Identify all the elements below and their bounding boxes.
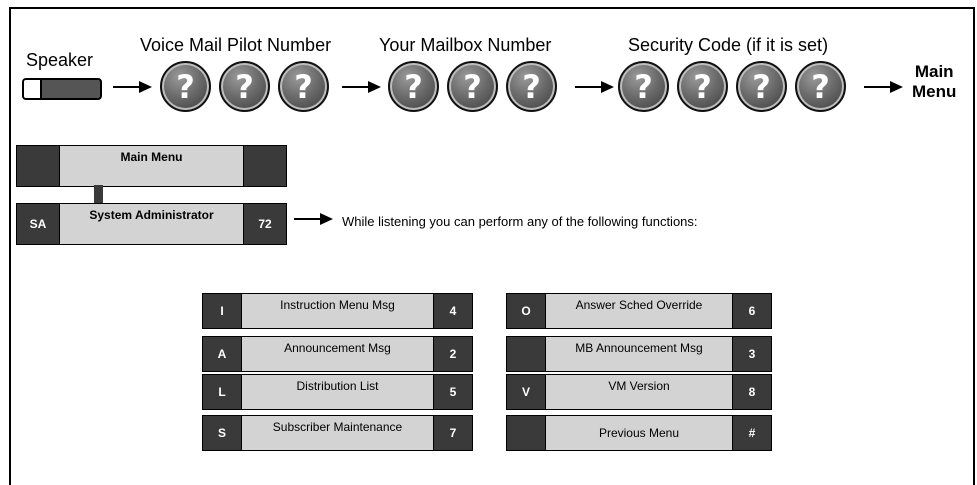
question-key-icon: ? — [388, 61, 439, 112]
function-code: 5 — [433, 374, 473, 410]
speaker-label: Speaker — [26, 50, 94, 70]
arrow-icon — [294, 213, 333, 225]
function-key — [506, 336, 546, 372]
main-menu-box: Main Menu — [59, 145, 244, 187]
function-code: 3 — [732, 336, 772, 372]
function-label: VM Version — [545, 374, 733, 410]
function-key: I — [202, 293, 242, 329]
function-code: 8 — [732, 374, 772, 410]
function-key: L — [202, 374, 242, 410]
function-code: 7 — [433, 415, 473, 451]
sa-code: 72 — [243, 203, 287, 245]
function-label: Answer Sched Override — [545, 293, 733, 329]
function-label: MB Announcement Msg — [545, 336, 733, 372]
function-label: Previous Menu — [545, 415, 733, 451]
function-code: # — [732, 415, 772, 451]
function-key: O — [506, 293, 546, 329]
arrow-icon — [575, 81, 614, 93]
speaker-button — [22, 78, 102, 100]
function-key — [506, 415, 546, 451]
arrow-icon — [864, 81, 903, 93]
menu-connector — [94, 185, 103, 204]
question-key-icon: ? — [677, 61, 728, 112]
function-label: Instruction Menu Msg — [241, 293, 434, 329]
step-mailbox-label: Your Mailbox Number — [379, 35, 552, 55]
speaker-knob — [24, 80, 42, 98]
question-key-icon: ? — [736, 61, 787, 112]
diagram-frame — [9, 7, 975, 485]
function-code: 6 — [732, 293, 772, 329]
listen-instruction: While listening you can perform any of t… — [342, 214, 698, 229]
step-security-label: Security Code (if it is set) — [628, 35, 829, 55]
function-code: 4 — [433, 293, 473, 329]
question-key-icon: ? — [160, 61, 211, 112]
arrow-icon — [342, 81, 381, 93]
function-key: S — [202, 415, 242, 451]
function-key: A — [202, 336, 242, 372]
question-key-icon: ? — [278, 61, 329, 112]
question-key-icon: ? — [219, 61, 270, 112]
question-key-icon: ? — [795, 61, 846, 112]
main-menu-left-cap — [16, 145, 60, 187]
arrow-icon — [113, 81, 152, 93]
question-key-icon: ? — [506, 61, 557, 112]
question-key-icon: ? — [618, 61, 669, 112]
function-label: Announcement Msg — [241, 336, 434, 372]
function-code: 2 — [433, 336, 473, 372]
function-key: V — [506, 374, 546, 410]
sa-key: SA — [16, 203, 60, 245]
step-pilot-label: Voice Mail Pilot Number — [140, 35, 332, 55]
function-label: Subscriber Maintenance — [241, 415, 434, 451]
sa-label: System Administrator — [59, 203, 244, 245]
main-menu-line2: Menu — [912, 82, 957, 101]
main-menu-line1: Main — [914, 62, 954, 81]
question-key-icon: ? — [447, 61, 498, 112]
function-label: Distribution List — [241, 374, 434, 410]
main-menu-right-cap — [243, 145, 287, 187]
main-menu-destination: Main Menu — [912, 62, 956, 102]
